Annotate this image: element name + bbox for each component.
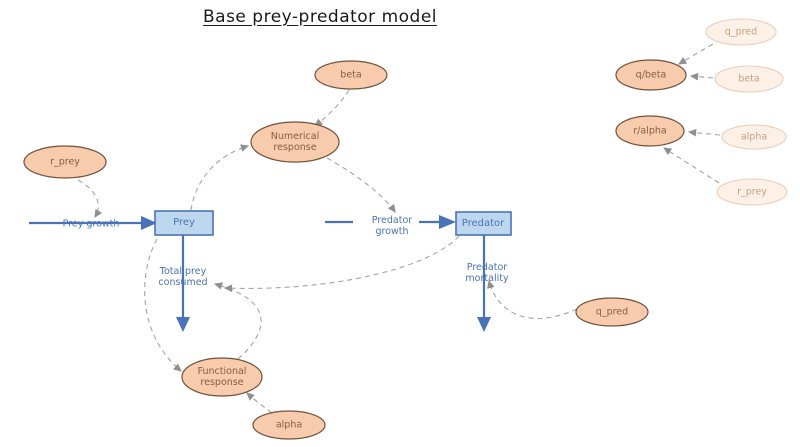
variable-q-beta-label[interactable]: q/beta (635, 69, 667, 81)
connector-beta-to-numerical-response[interactable] (314, 89, 350, 127)
ghost-variable-beta[interactable] (714, 65, 784, 93)
variable-r-alpha-label[interactable]: r/alpha (633, 125, 667, 137)
variable-functional-response[interactable] (181, 357, 263, 397)
variable-q-pred[interactable] (575, 297, 649, 327)
ghost-variable-q-pred[interactable] (705, 18, 777, 46)
variable-q-beta[interactable] (615, 59, 687, 91)
flow-total-prey-consumed-label[interactable]: Total prey consumed (158, 265, 208, 288)
variable-r-prey-label[interactable]: r_prey (50, 156, 80, 168)
variable-beta[interactable] (314, 60, 388, 90)
variable-r-alpha[interactable] (615, 115, 685, 147)
variable-alpha-label[interactable]: alpha (275, 419, 303, 431)
stock-predator-label[interactable]: Predator (461, 218, 505, 230)
flow-prey-growth-label[interactable]: Prey growth (62, 218, 120, 230)
variable-alpha[interactable] (252, 410, 326, 440)
ghost-variable-alpha[interactable] (721, 124, 787, 150)
connector-r-prey-to-prey-growth[interactable] (77, 179, 103, 218)
connector-ghost-beta-to-q-beta[interactable] (689, 72, 714, 81)
stock-prey[interactable] (154, 210, 214, 236)
variable-numerical-response-label[interactable]: Numerical response (270, 130, 320, 153)
connector-alpha-to-functional-response[interactable] (246, 392, 273, 414)
ghost-variable-r-prey[interactable] (716, 178, 788, 206)
connector-predator-to-total-prey-consumed[interactable] (223, 235, 460, 293)
connector-functional-response-to-total-prey-consumed[interactable] (213, 282, 262, 360)
variable-numerical-response[interactable] (250, 121, 340, 163)
variable-functional-response-label[interactable]: Functional response (197, 365, 247, 388)
stock-prey-label[interactable]: Prey (173, 217, 195, 229)
ghost-variable-q-pred-label[interactable]: q_pred (724, 26, 758, 38)
connector-ghost-r-prey-to-r-alpha[interactable] (663, 147, 720, 184)
ghost-variable-alpha-label[interactable]: alpha (740, 131, 768, 143)
flow-predator-mortality[interactable] (477, 235, 491, 332)
variable-beta-label[interactable]: beta (340, 69, 362, 81)
flow-predator-mortality-label[interactable]: Predator mortality (465, 261, 509, 284)
flow-predator-growth-label[interactable]: Predator growth (371, 214, 413, 237)
flow-predator-growth[interactable] (325, 215, 456, 229)
connector-numerical-response-to-predator-growth[interactable] (326, 157, 396, 213)
connector-prey-to-functional-response[interactable] (144, 238, 182, 372)
flow-total-prey-consumed[interactable] (176, 234, 190, 332)
diagram-title: Base prey-predator model (202, 6, 438, 27)
stock-predator[interactable] (455, 211, 512, 236)
variable-q-pred-label[interactable]: q_pred (595, 306, 629, 318)
connector-q-pred-to-predator-mortality[interactable] (487, 279, 578, 319)
ghost-variable-r-prey-label[interactable]: r_prey (737, 186, 767, 198)
variable-r-prey[interactable] (23, 145, 107, 179)
connector-ghost-q-pred-to-q-beta[interactable] (678, 43, 714, 65)
connector-prey-to-numerical-response[interactable] (190, 144, 250, 211)
flow-prey-growth[interactable] (29, 216, 157, 230)
connector-ghost-alpha-to-r-alpha[interactable] (687, 128, 721, 137)
ghost-variable-beta-label[interactable]: beta (738, 73, 760, 85)
